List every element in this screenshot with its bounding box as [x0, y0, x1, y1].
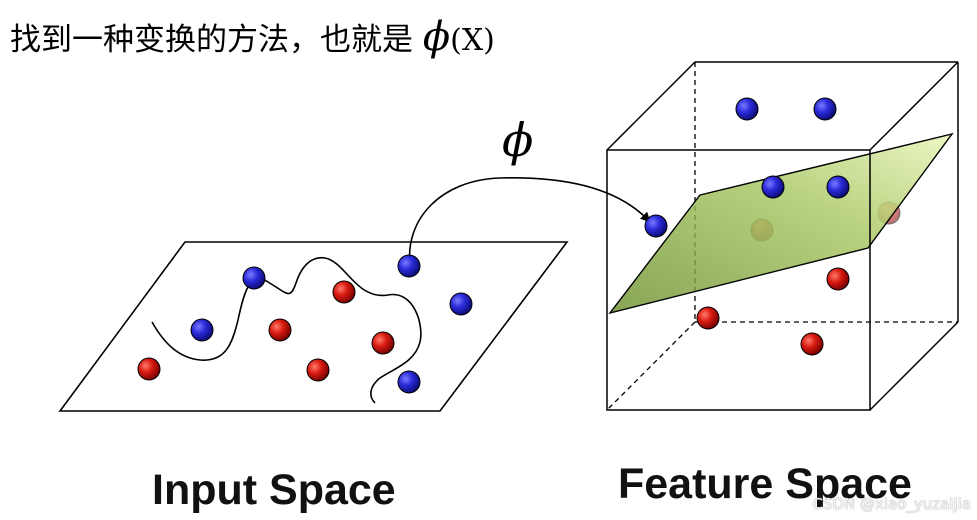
feature-red-point [800, 332, 824, 356]
feature-space-label: Feature Space [618, 460, 912, 508]
diagram-title: 找到一种变换的方法，也就是 ϕ(X) [10, 14, 495, 60]
input-blue-point [397, 254, 421, 278]
feature-blue-point [644, 214, 668, 238]
input-space-plane [58, 241, 569, 412]
mapping-arrow [408, 177, 651, 266]
input-red-point [371, 331, 395, 355]
input-red-point [137, 357, 161, 381]
title-text: 找到一种变换的方法，也就是 [10, 22, 413, 58]
feature-blue-point [735, 97, 759, 121]
feature-blue-point [813, 97, 837, 121]
input-blue-point [190, 318, 214, 342]
input-separating-curve [151, 256, 422, 404]
watermark: CSDN @xiao_yuzaijia [812, 495, 971, 513]
input-blue-point [242, 266, 266, 290]
input-red-point [332, 280, 356, 304]
input-red-point [306, 358, 330, 382]
input-red-point [268, 318, 292, 342]
input-blue-point [397, 370, 421, 394]
input-space-label: Input Space [152, 466, 396, 514]
feature-blue-point [761, 175, 785, 199]
input-blue-point [449, 292, 473, 316]
title-phi-argument: (X) [450, 23, 495, 58]
feature-blue-point [826, 175, 850, 199]
feature-red-point [696, 306, 720, 330]
feature-space-cube-front [606, 61, 959, 411]
feature-red-point [826, 267, 850, 291]
arrow-phi-label: ϕ [502, 113, 533, 167]
title-phi-symbol: ϕ [422, 14, 451, 60]
feature-separating-plane [608, 132, 954, 315]
